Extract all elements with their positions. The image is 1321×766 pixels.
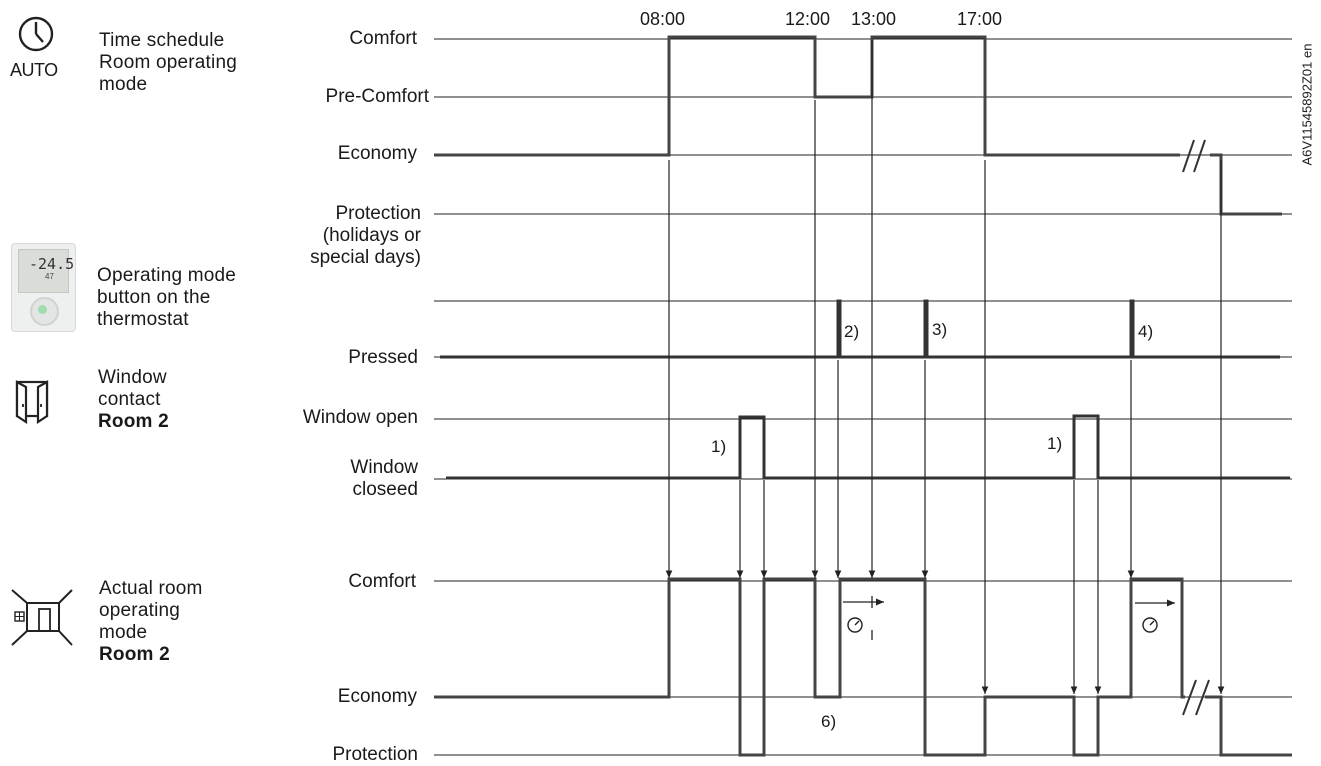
schedule-waveform: [434, 37, 1180, 155]
window-waveform: [446, 416, 1290, 478]
actual-waveform: [434, 579, 1185, 755]
break-mark-schedule: [1183, 140, 1205, 172]
pressed-waveform: [440, 301, 1280, 357]
note-1a: 1): [711, 437, 726, 457]
note-1b: 1): [1047, 434, 1062, 454]
dependency-arrows: [669, 40, 1221, 694]
note-4: 4): [1138, 322, 1153, 342]
timer-icon-2: [1143, 618, 1157, 632]
timer-icon-1: [848, 618, 862, 632]
timer-arrow-1: [843, 596, 884, 640]
note-3: 3): [932, 320, 947, 340]
note-2: 2): [844, 322, 859, 342]
note-6: 6): [821, 712, 836, 732]
actual-waveform-end: [1205, 697, 1292, 755]
grid-lines: [434, 39, 1292, 755]
